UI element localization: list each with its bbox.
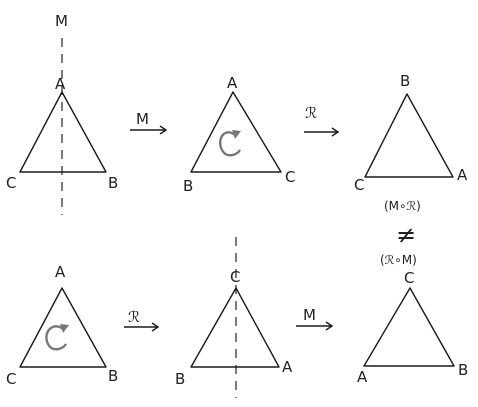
vertex-label-right: B (108, 367, 118, 385)
triangle-row2-result (363, 287, 455, 367)
operation-label-mirror: M (136, 110, 149, 128)
arrow-row2-step1 (124, 322, 160, 332)
vertex-label-right: B (108, 174, 118, 192)
triangle-row1-mirrored (190, 91, 282, 173)
composition-note-row1: (M∘ℛ) (384, 199, 421, 213)
vertex-label-top: C (404, 269, 414, 287)
arrow-row2-step2 (296, 321, 334, 331)
rotation-arrow-icon (45, 324, 69, 351)
vertex-label-left: C (354, 176, 364, 194)
vertex-label-left: C (6, 370, 16, 388)
mirror-axis-label: M (55, 12, 68, 30)
vertex-label-left: B (175, 370, 185, 388)
vertex-label-right: C (285, 168, 295, 186)
rotation-arrow-icon (219, 130, 241, 157)
vertex-label-top: C (230, 268, 240, 286)
vertex-label-right: B (458, 361, 468, 379)
operation-label-mirror: M (303, 306, 316, 324)
vertex-label-right: A (457, 166, 468, 184)
vertex-label-top: A (55, 75, 66, 93)
vertex-label-right: A (282, 358, 293, 376)
vertex-label-top: A (55, 263, 66, 281)
composition-note-row2: (ℛ∘M) (380, 253, 417, 267)
triangle-row2-rotated (190, 287, 280, 368)
vertex-label-left: C (6, 174, 16, 192)
triangle-row2-original (19, 287, 107, 368)
not-equal-sign: ≠ (396, 221, 416, 249)
vertex-label-top: B (400, 72, 410, 90)
vertex-label-left: B (183, 177, 193, 195)
arrow-row1-step1 (130, 125, 168, 135)
operation-label-rotation: ℛ (305, 104, 317, 122)
triangle-row1-result (364, 93, 454, 178)
vertex-label-left: A (357, 368, 368, 386)
operation-label-rotation: ℛ (128, 308, 140, 326)
triangle-row1-original (19, 91, 107, 173)
arrow-row1-step2 (304, 127, 340, 137)
vertex-label-top: A (227, 74, 238, 92)
